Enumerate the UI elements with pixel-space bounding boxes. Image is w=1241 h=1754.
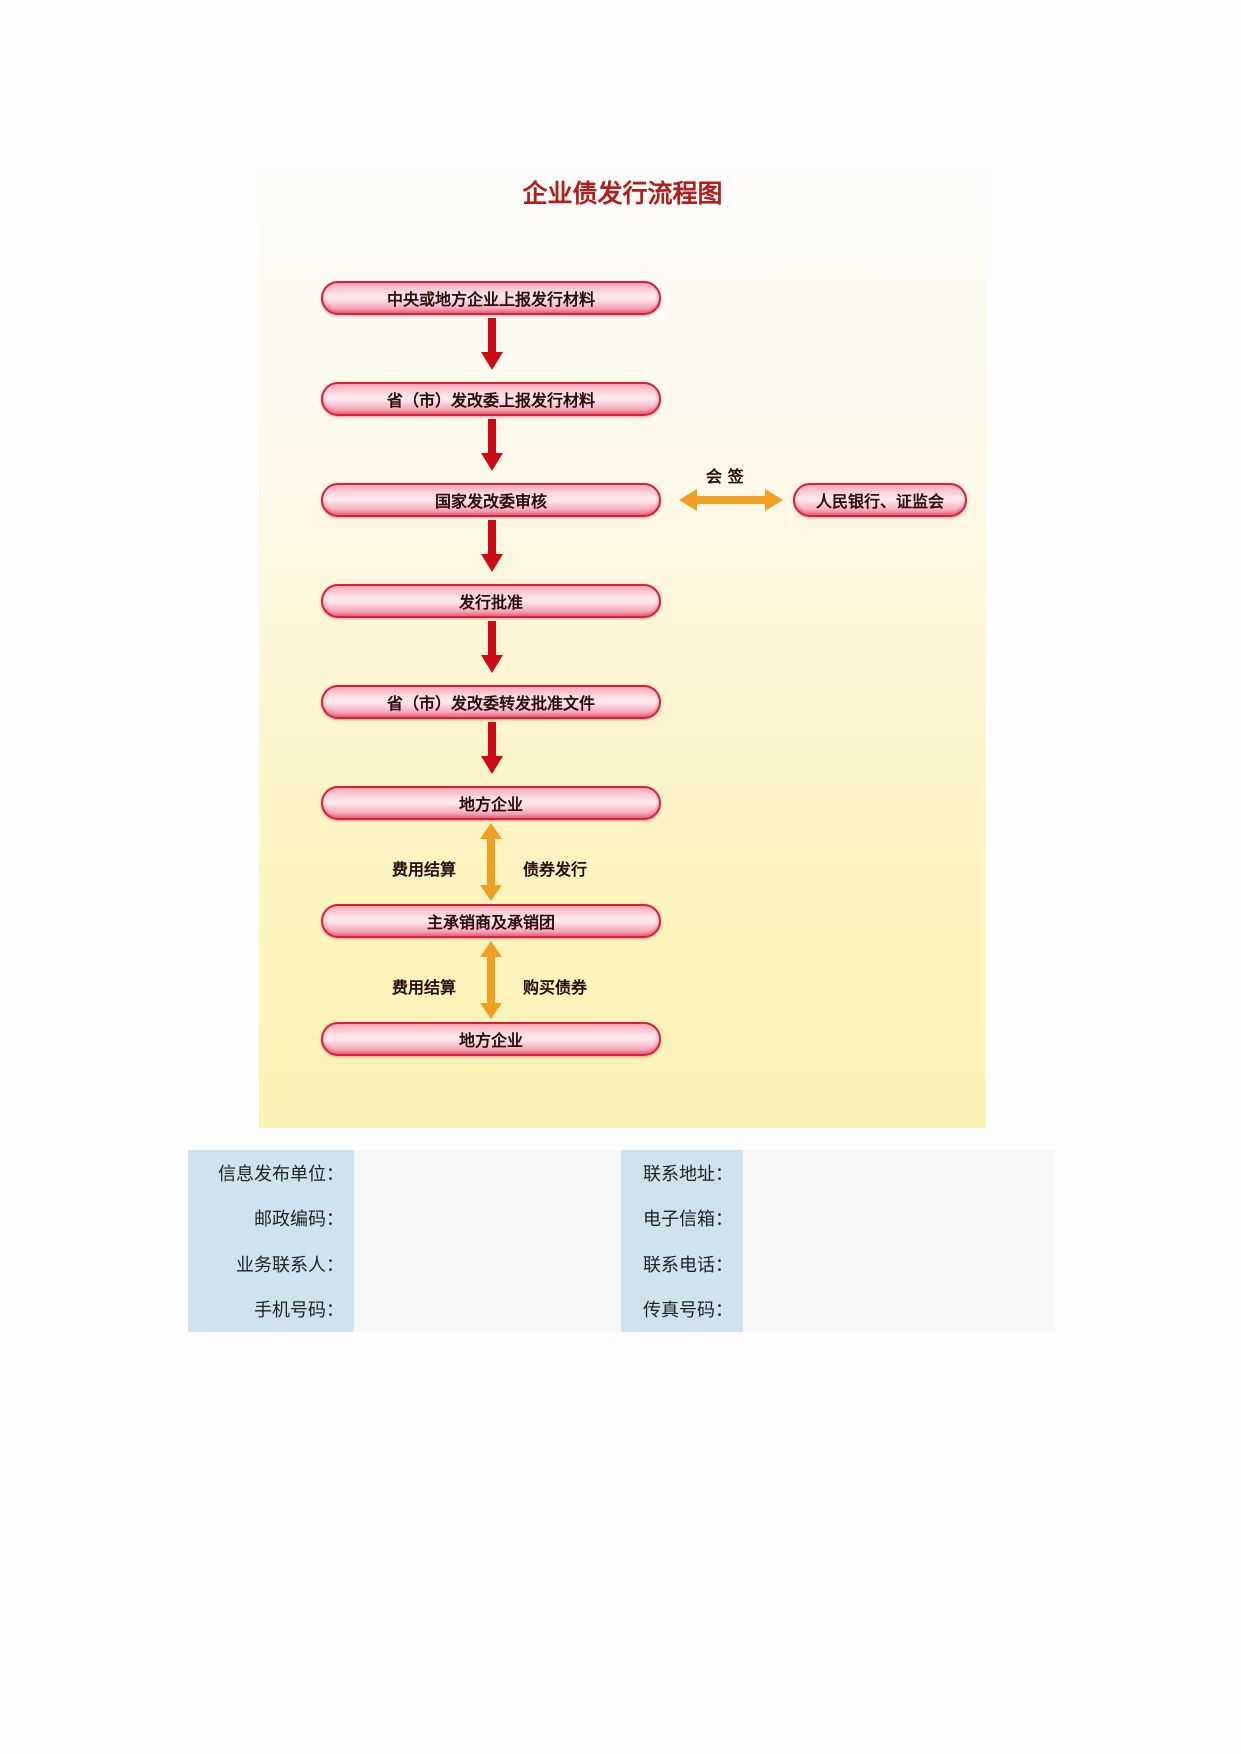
postcode-value bbox=[354, 1195, 621, 1241]
table-row: 邮政编码： 电子信箱： bbox=[188, 1195, 1055, 1241]
address-label: 联系地址： bbox=[621, 1150, 743, 1196]
down-arrow-icon bbox=[481, 621, 503, 673]
fee-settlement-label-1: 费用结算 bbox=[392, 860, 457, 879]
address-value bbox=[743, 1150, 1055, 1196]
contact-person-label: 业务联系人： bbox=[188, 1241, 354, 1287]
email-label: 电子信箱： bbox=[621, 1195, 743, 1241]
double-arrow-horizontal-icon bbox=[679, 489, 783, 511]
step-issue-approval: 发行批准 bbox=[321, 584, 661, 618]
contact-person-value bbox=[354, 1241, 621, 1287]
step-local-enterprise-final: 地方企业 bbox=[321, 1022, 661, 1056]
table-row: 业务联系人： 联系电话： bbox=[188, 1241, 1055, 1287]
mobile-value bbox=[354, 1286, 621, 1332]
flowchart: 企业债发行流程图 中央或地方企业上报发行材料 省（市）发改委上报发行材料 国家发… bbox=[259, 168, 986, 1128]
fee-settlement-label-2: 费用结算 bbox=[392, 978, 457, 997]
table-row: 信息发布单位： 联系地址： bbox=[188, 1150, 1055, 1196]
down-arrow-icon bbox=[481, 318, 503, 370]
double-arrow-vertical-icon bbox=[480, 823, 502, 901]
side-node-pboc-csrc: 人民银行、证监会 bbox=[793, 483, 967, 517]
publisher-value bbox=[354, 1150, 621, 1196]
postcode-label: 邮政编码： bbox=[188, 1195, 354, 1241]
mobile-label: 手机号码： bbox=[188, 1286, 354, 1332]
flowchart-title: 企业债发行流程图 bbox=[522, 179, 723, 208]
step-provincial-submit: 省（市）发改委上报发行材料 bbox=[321, 382, 661, 416]
double-arrow-vertical-icon bbox=[480, 941, 502, 1019]
down-arrow-icon bbox=[481, 520, 503, 572]
step-lead-underwriter: 主承销商及承销团 bbox=[321, 904, 661, 938]
fax-label: 传真号码： bbox=[621, 1286, 743, 1332]
table-row: 手机号码： 传真号码： bbox=[188, 1286, 1055, 1332]
countersign-label: 会 签 bbox=[706, 467, 744, 486]
phone-value bbox=[743, 1241, 1055, 1287]
fax-value bbox=[743, 1286, 1055, 1332]
step-enterprise-submit: 中央或地方企业上报发行材料 bbox=[321, 281, 661, 315]
contact-info-table: 信息发布单位： 联系地址： 邮政编码： 电子信箱： 业务联系人： 联系电话： 手… bbox=[188, 1150, 1055, 1332]
step-local-enterprise: 地方企业 bbox=[321, 786, 661, 820]
step-provincial-forward: 省（市）发改委转发批准文件 bbox=[321, 685, 661, 719]
bond-issue-label: 债券发行 bbox=[523, 860, 588, 879]
down-arrow-icon bbox=[481, 419, 503, 471]
email-value bbox=[743, 1195, 1055, 1241]
phone-label: 联系电话： bbox=[621, 1241, 743, 1287]
down-arrow-icon bbox=[481, 722, 503, 774]
step-ndrc-review: 国家发改委审核 bbox=[321, 483, 661, 517]
publisher-label: 信息发布单位： bbox=[188, 1150, 354, 1196]
bond-purchase-label: 购买债券 bbox=[523, 978, 588, 997]
